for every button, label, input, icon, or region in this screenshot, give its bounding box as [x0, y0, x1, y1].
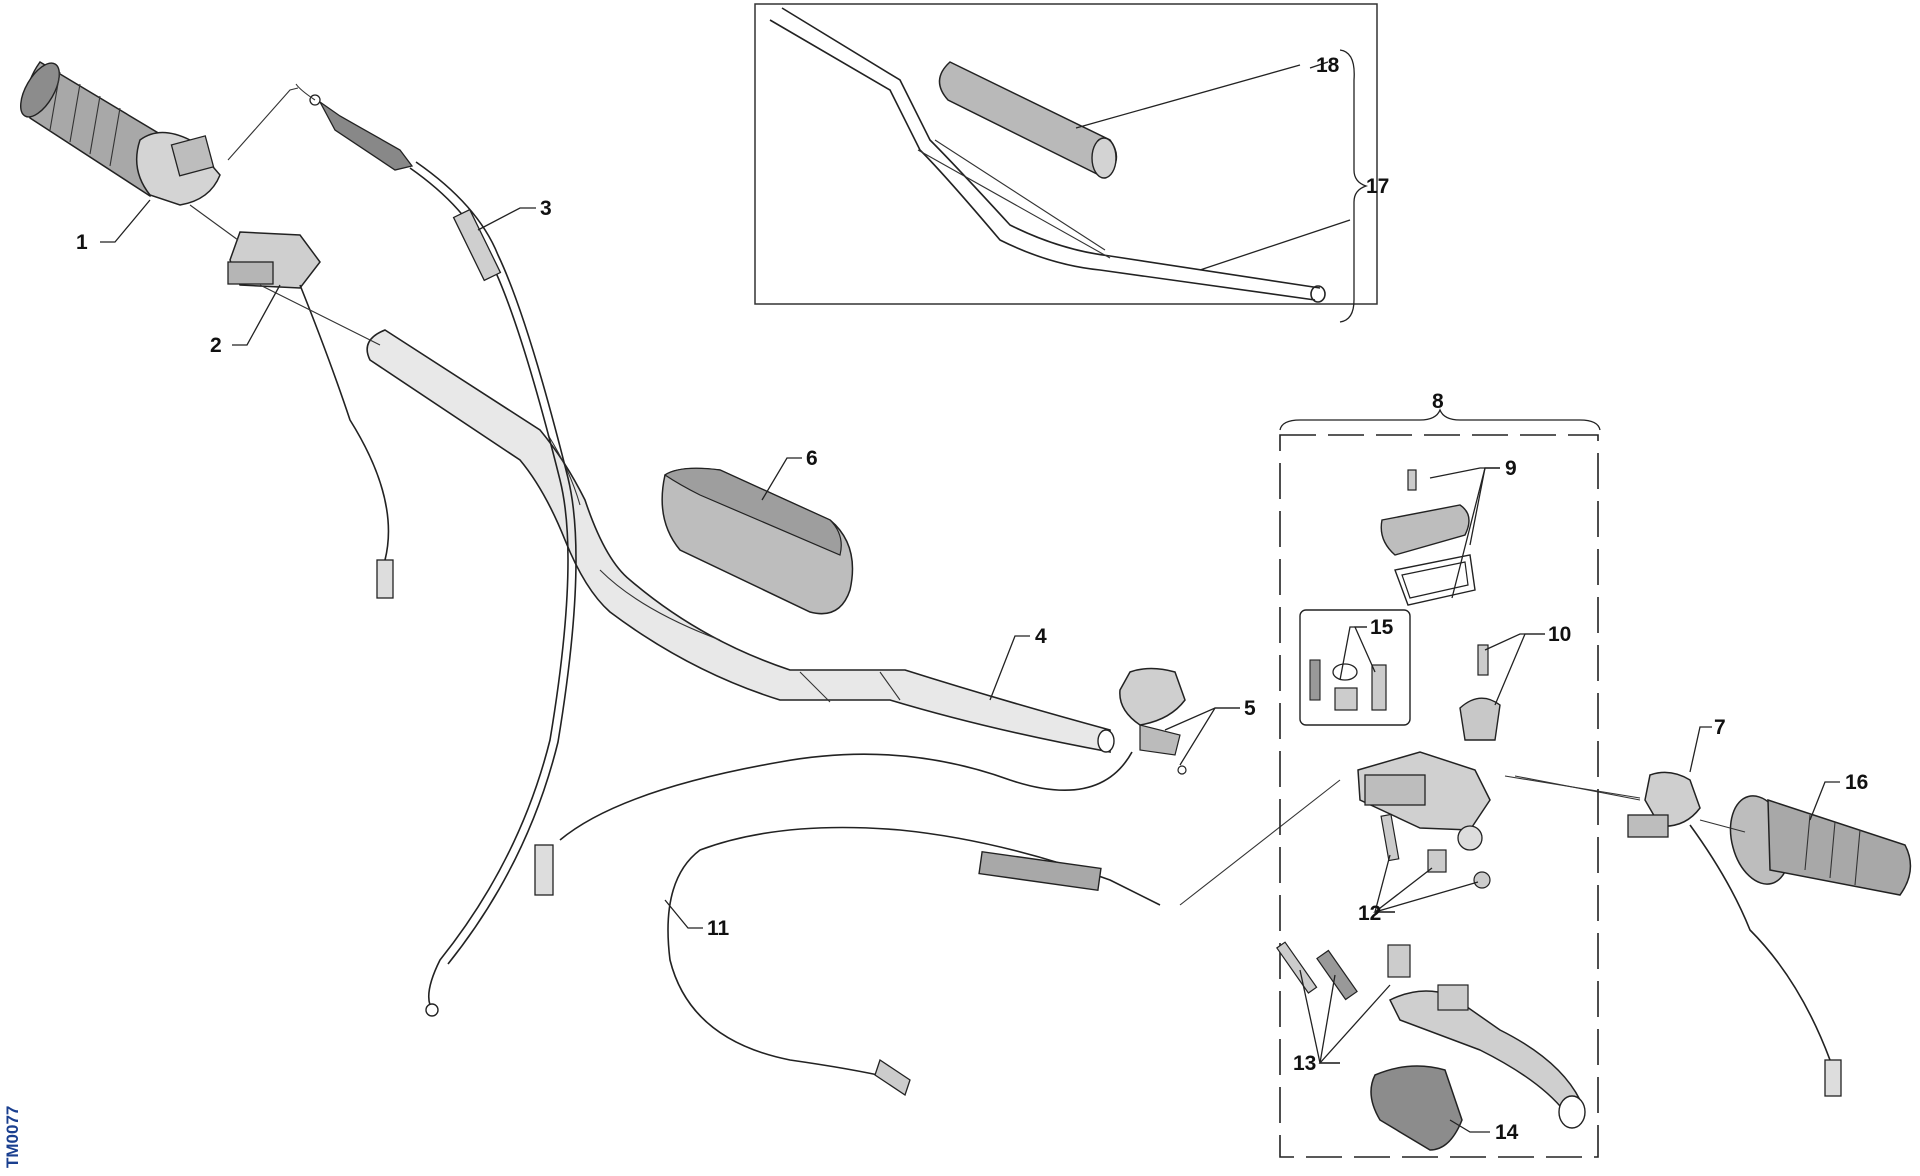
screws-12 — [1380, 813, 1491, 889]
seal-kit-15 — [1299, 609, 1411, 726]
callout-8: 8 — [1432, 390, 1444, 413]
callout-5: 5 — [1244, 697, 1256, 720]
left-switch-2 — [227, 231, 394, 599]
master-cylinder-group-8 — [1279, 408, 1601, 1158]
master-cylinder-body — [1357, 644, 1501, 851]
leader-lines — [100, 199, 1840, 1133]
handlebar-pad-18 — [938, 61, 1118, 179]
callout-4: 4 — [1035, 625, 1047, 648]
throttle-grip-1 — [20, 61, 221, 206]
callout-18: 18 — [1316, 54, 1340, 77]
callout-6: 6 — [806, 447, 818, 470]
reservoir-cover-9 — [1380, 469, 1476, 606]
callout-15: 15 — [1370, 616, 1394, 639]
clutch-cable-11 — [667, 826, 1161, 1097]
callout-9: 9 — [1505, 457, 1517, 480]
callout-1: 1 — [76, 231, 88, 254]
right-switch-5 — [534, 667, 1187, 896]
callout-7: 7 — [1714, 716, 1726, 739]
callout-labels: 1 2 3 4 5 6 7 8 9 10 11 12 13 14 15 16 1… — [76, 54, 1868, 1144]
callout-2: 2 — [210, 334, 222, 357]
callout-11: 11 — [707, 917, 730, 940]
callout-12: 12 — [1358, 902, 1381, 925]
reference-code: TM0077 — [3, 1106, 22, 1168]
inset-panel — [754, 3, 1378, 323]
callout-3: 3 — [540, 197, 552, 220]
handlebar-4 — [366, 329, 1115, 753]
right-grip-16 — [1729, 795, 1912, 896]
throttle-cable-3 — [295, 83, 577, 1017]
callout-13: 13 — [1293, 1052, 1316, 1075]
callout-14: 14 — [1495, 1121, 1519, 1144]
lever-guard-14 — [1370, 1065, 1463, 1151]
right-switch-7 — [1627, 771, 1842, 1097]
callout-17: 17 — [1366, 175, 1389, 198]
handlebar-pad-6 — [661, 467, 854, 615]
callout-16: 16 — [1845, 771, 1868, 794]
lever-13 — [1276, 941, 1586, 1129]
callout-10: 10 — [1548, 623, 1571, 646]
